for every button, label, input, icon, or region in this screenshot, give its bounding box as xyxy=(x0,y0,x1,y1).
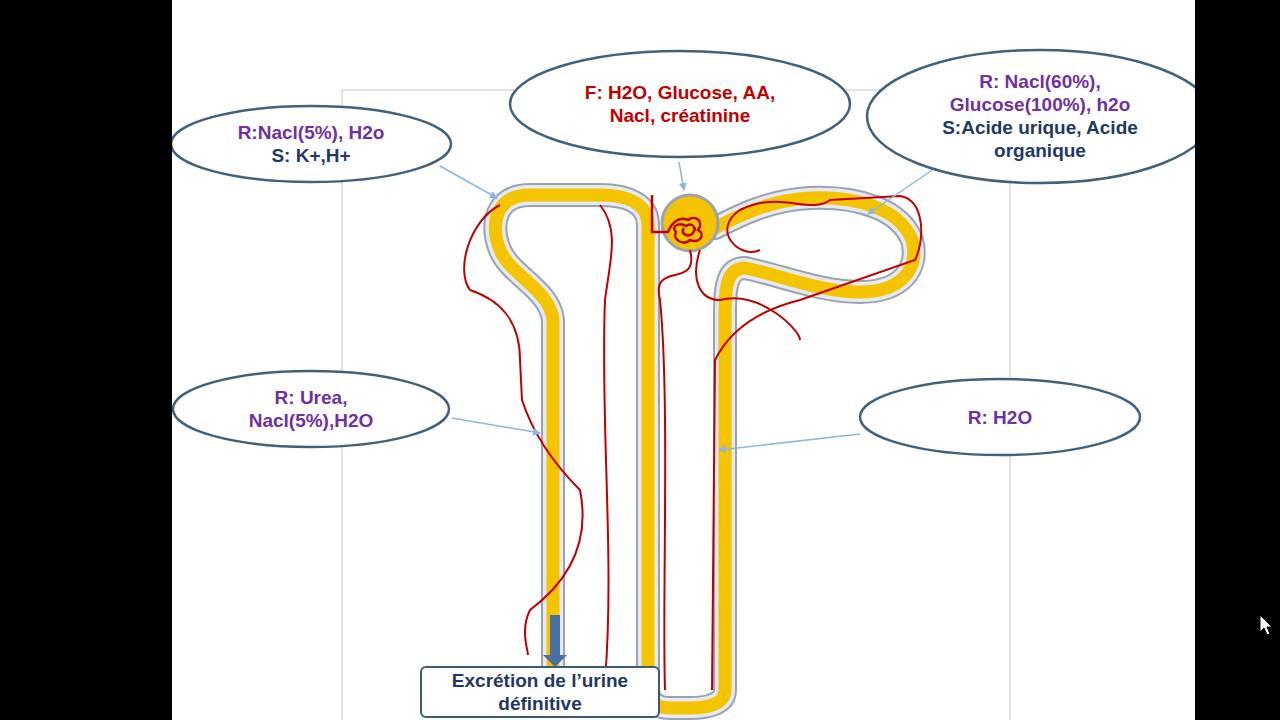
output-box: Excrétion de l’urine définitive xyxy=(420,666,660,718)
callout-ellipse: F: H2O, Glucose, AA, Nacl, créatinine xyxy=(508,49,852,159)
callout-text: R: Nacl(60%), Glucose(100%), h2o xyxy=(915,70,1165,116)
callout-text: Excrétion de l’urine définitive xyxy=(428,669,652,715)
callout-ellipse: R: Urea, Nacl(5%),H2O xyxy=(171,369,451,449)
nephron-tube xyxy=(495,195,913,708)
text-group: R:Nacl(5%), H2oS: K+,H+ xyxy=(211,121,411,167)
capillaries xyxy=(464,196,921,702)
callout-ellipse: R:Nacl(5%), H2oS: K+,H+ xyxy=(169,104,453,184)
text-group: F: H2O, Glucose, AA, Nacl, créatinine xyxy=(565,81,795,127)
excretion-arrow xyxy=(543,615,567,667)
callout-ellipse xyxy=(171,369,451,449)
glomerulus xyxy=(652,195,718,251)
shape-outline xyxy=(173,371,449,447)
callout-text: R: H2O xyxy=(900,406,1100,429)
shape-outline xyxy=(171,106,451,182)
shape-outline xyxy=(510,51,850,157)
leader-lines xyxy=(440,162,935,450)
callout-text: S:Acide urique, Acide organique xyxy=(915,116,1165,162)
shape-outline xyxy=(421,667,659,717)
callout-ellipse xyxy=(169,104,453,184)
callout-text: F: H2O, Glucose, AA, Nacl, créatinine xyxy=(565,81,795,127)
text-group: R: H2O xyxy=(900,406,1100,429)
text-group: R: Urea, Nacl(5%),H2O xyxy=(226,386,396,432)
cursor xyxy=(1260,615,1272,635)
callout-text: R: Urea, Nacl(5%),H2O xyxy=(226,386,396,432)
text-group: R: Nacl(60%), Glucose(100%), h2oS:Acide … xyxy=(915,70,1165,162)
callout-ellipse xyxy=(865,48,1215,185)
callout-ellipse xyxy=(508,49,852,159)
callout-text: R:Nacl(5%), H2o xyxy=(211,121,411,144)
callout-ellipse: R: H2O xyxy=(858,377,1142,457)
callout-text: S: K+,H+ xyxy=(211,144,411,167)
callout-ellipse: R: Nacl(60%), Glucose(100%), h2oS:Acide … xyxy=(865,48,1215,185)
shape-outline xyxy=(867,50,1213,183)
shape-outline xyxy=(860,379,1140,455)
text-group: Excrétion de l’urine définitive xyxy=(428,669,652,715)
